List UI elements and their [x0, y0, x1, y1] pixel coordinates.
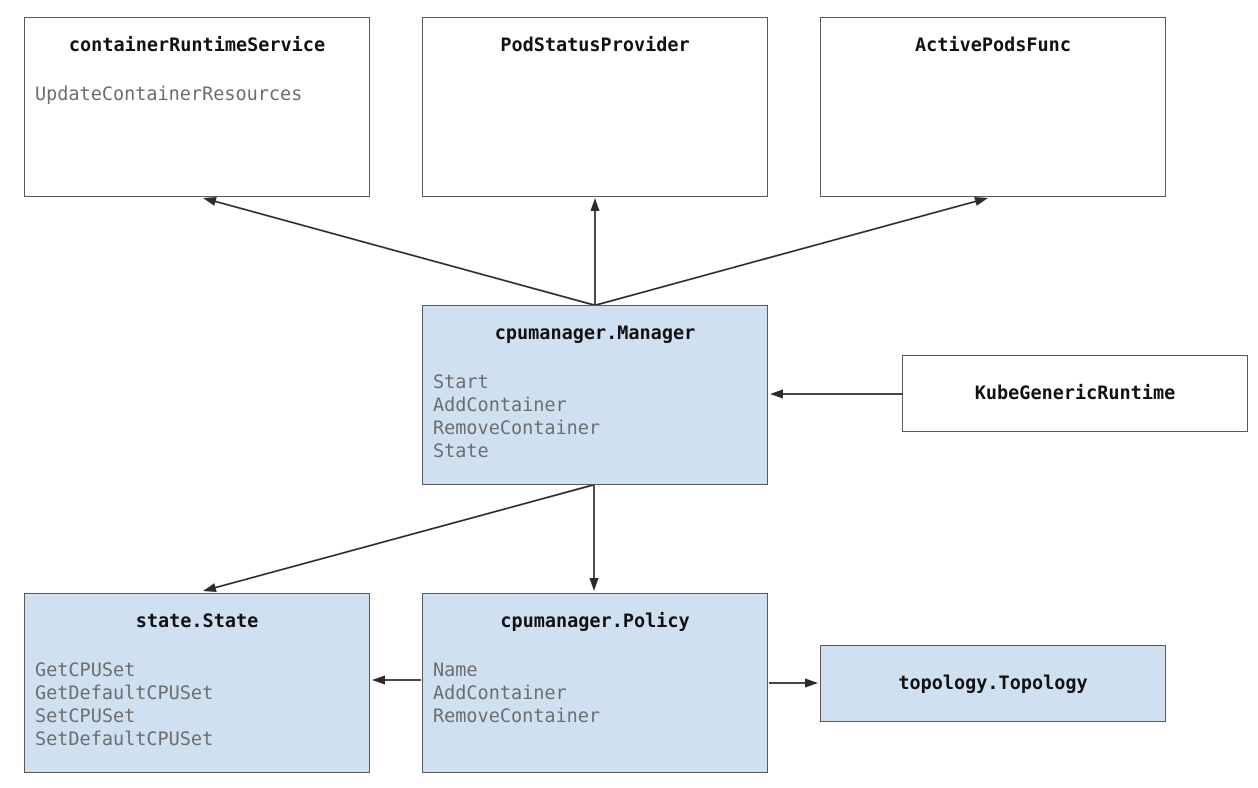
node-method: RemoveContainer — [433, 706, 601, 727]
node-method: GetCPUSet — [35, 660, 136, 681]
edge-manager-to-state-state — [203, 484, 594, 593]
edge-arrowhead-icon — [805, 678, 818, 688]
node-method: State — [433, 441, 489, 462]
node-pod-status-provider[interactable]: PodStatusProvider — [422, 17, 768, 197]
edge-arrowhead-icon — [590, 198, 600, 211]
node-title: containerRuntimeService — [68, 35, 326, 56]
edge-kube-generic-runtime-to-manager — [770, 389, 902, 399]
node-title: PodStatusProvider — [500, 35, 690, 56]
edge-policy-to-topology — [769, 678, 818, 688]
node-method: AddContainer — [433, 395, 567, 416]
node-title: ActivePodsFunc — [915, 35, 1071, 56]
node-method: AddContainer — [433, 683, 567, 704]
node-method: Name — [433, 660, 478, 681]
node-title: cpumanager.Manager — [494, 323, 696, 344]
edge-line — [213, 200, 595, 306]
edge-arrowhead-icon — [203, 196, 217, 206]
node-method: Start — [433, 372, 489, 393]
edge-arrowhead-icon — [203, 583, 217, 593]
node-title: cpumanager.Policy — [500, 611, 690, 632]
edge-arrowhead-icon — [372, 675, 385, 685]
edge-line — [595, 200, 978, 306]
node-kube-generic-runtime[interactable]: KubeGenericRuntime — [902, 355, 1248, 432]
node-method: UpdateContainerResources — [35, 84, 303, 105]
edge-arrowhead-icon — [974, 196, 988, 206]
node-title: KubeGenericRuntime — [974, 383, 1176, 404]
edge-policy-to-state-state — [372, 675, 421, 685]
node-topology-topology[interactable]: topology.Topology — [820, 645, 1166, 722]
edge-manager-to-container-runtime-service — [203, 196, 595, 306]
node-title: topology.Topology — [898, 673, 1088, 694]
node-active-pods-func[interactable]: ActivePodsFunc — [820, 17, 1166, 197]
node-method-list: UpdateContainerResources — [35, 83, 302, 106]
edge-manager-to-active-pods-func — [595, 196, 988, 306]
edge-manager-to-pod-status-provider — [590, 198, 600, 305]
node-title: state.State — [135, 611, 259, 632]
edge-arrowhead-icon — [770, 389, 783, 399]
edge-line — [213, 484, 594, 589]
node-method: SetCPUSet — [35, 706, 136, 727]
node-method: RemoveContainer — [433, 418, 601, 439]
node-method: SetDefaultCPUSet — [35, 729, 214, 750]
edge-arrowhead-icon — [589, 578, 599, 591]
edge-manager-to-policy — [589, 485, 599, 591]
node-method: GetDefaultCPUSet — [35, 683, 214, 704]
